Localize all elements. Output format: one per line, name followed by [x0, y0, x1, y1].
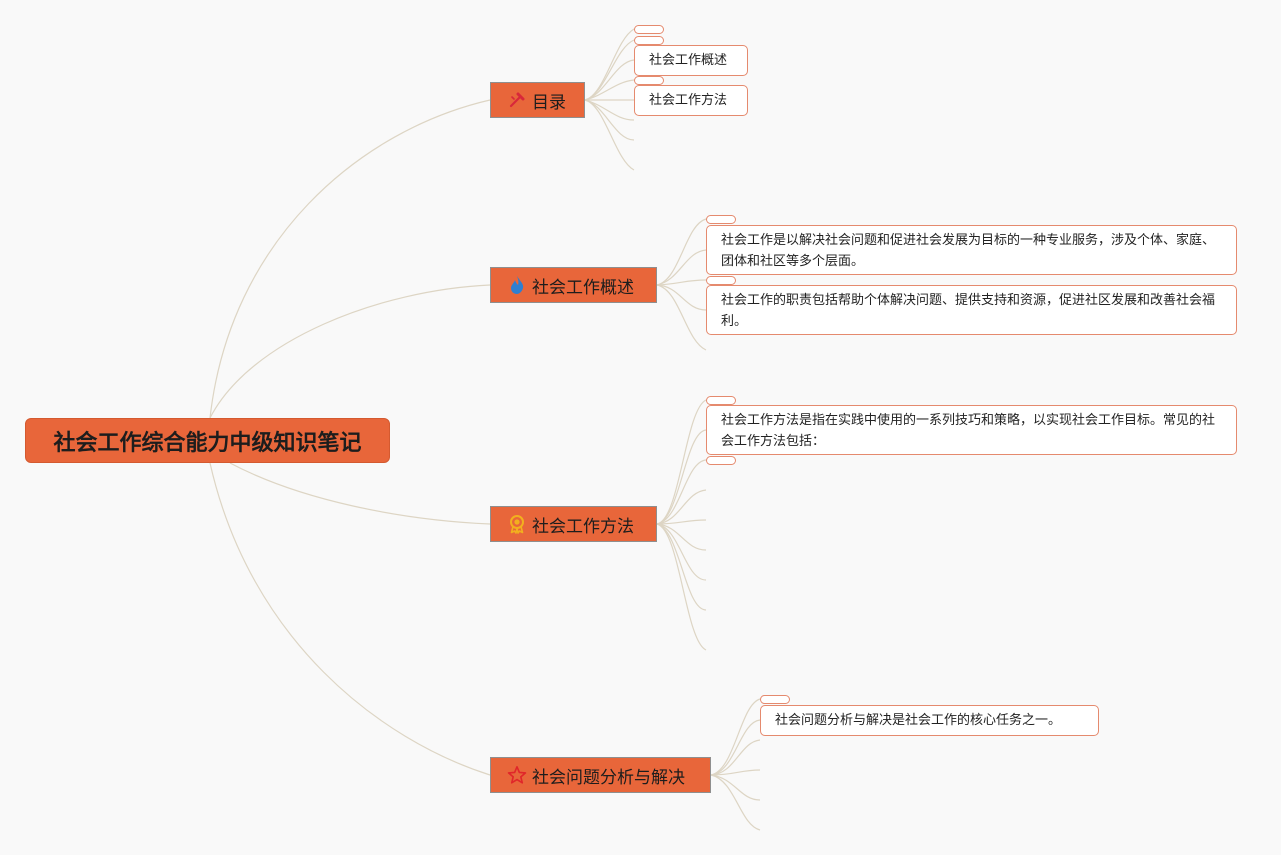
branch-methods[interactable]: 社会工作方法 — [490, 506, 657, 542]
collapsed-pill[interactable] — [706, 456, 736, 465]
collapsed-pill[interactable] — [634, 76, 664, 85]
toc-item-label: 社会工作方法 — [649, 93, 728, 108]
flame-icon — [507, 275, 527, 295]
branch-problem-analysis-label: 社会问题分析与解决 — [532, 767, 685, 788]
toc-item-label: 社会工作概述 — [649, 53, 728, 68]
collapsed-pill[interactable] — [634, 36, 664, 45]
problem-analysis-note[interactable]: 社会问题分析与解决是社会工作的核心任务之一。 — [760, 705, 1099, 736]
branch-problem-analysis[interactable]: 社会问题分析与解决 — [490, 757, 711, 793]
note-text: 社会工作方法是指在实践中使用的一系列技巧和策略，以实现社会工作目标。常见的社会工… — [721, 413, 1216, 449]
collapsed-pill[interactable] — [706, 396, 736, 405]
note-text: 社会问题分析与解决是社会工作的核心任务之一。 — [775, 713, 1062, 728]
overview-note-duties[interactable]: 社会工作的职责包括帮助个体解决问题、提供支持和资源，促进社区发展和改善社会福利。 — [706, 285, 1237, 335]
toc-item-overview[interactable]: 社会工作概述 — [634, 45, 748, 76]
collapsed-pill[interactable] — [706, 276, 736, 285]
toc-item-methods[interactable]: 社会工作方法 — [634, 85, 748, 116]
star-icon — [507, 765, 527, 785]
branch-methods-label: 社会工作方法 — [532, 516, 634, 537]
collapsed-pill[interactable] — [760, 695, 790, 704]
note-text: 社会工作的职责包括帮助个体解决问题、提供支持和资源，促进社区发展和改善社会福利。 — [721, 293, 1216, 329]
root-topic-label: 社会工作综合能力中级知识笔记 — [53, 430, 362, 456]
collapsed-pill[interactable] — [706, 215, 736, 224]
methods-note-definition[interactable]: 社会工作方法是指在实践中使用的一系列技巧和策略，以实现社会工作目标。常见的社会工… — [706, 405, 1237, 455]
branch-toc-label: 目录 — [532, 92, 566, 113]
collapsed-pill[interactable] — [634, 25, 664, 34]
root-topic[interactable]: 社会工作综合能力中级知识笔记 — [25, 418, 390, 463]
branch-toc[interactable]: 目录 — [490, 82, 585, 118]
branch-overview[interactable]: 社会工作概述 — [490, 267, 657, 303]
branch-overview-label: 社会工作概述 — [532, 277, 634, 298]
medal-icon — [507, 514, 527, 534]
note-text: 社会工作是以解决社会问题和促进社会发展为目标的一种专业服务，涉及个体、家庭、团体… — [721, 233, 1216, 269]
hammer-icon — [507, 90, 527, 110]
overview-note-definition[interactable]: 社会工作是以解决社会问题和促进社会发展为目标的一种专业服务，涉及个体、家庭、团体… — [706, 225, 1237, 275]
